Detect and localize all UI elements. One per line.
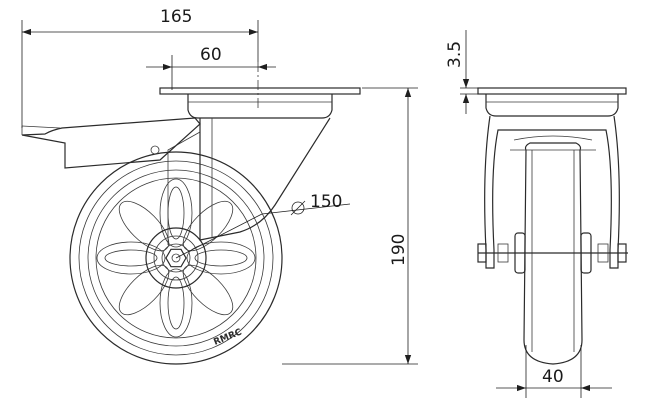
dim-label-150: 150 [310, 192, 342, 212]
axle-nut-hexagon [165, 248, 187, 268]
wheel-rim-circle [87, 169, 265, 347]
hub-ring [153, 235, 199, 281]
hub-outer [145, 227, 207, 289]
wheel-outer-circle [69, 151, 283, 365]
swivel-head [187, 94, 333, 119]
dimension-60: 60 [146, 45, 276, 90]
front-fork [484, 115, 620, 269]
wheel-spokes [96, 178, 256, 338]
dim-label-40: 40 [542, 367, 564, 387]
dimension-40: 40 [496, 345, 612, 398]
wheel-brand-marking: RMRC [212, 327, 243, 347]
dimension-3-5: 3.5 [445, 30, 478, 114]
dim-label-60: 60 [200, 45, 222, 65]
front-view [477, 87, 628, 365]
brake-pivot-hole [150, 145, 160, 155]
dim-label-190: 190 [389, 234, 409, 266]
side-view: RMRC [21, 62, 361, 365]
fork-bracket [199, 117, 331, 241]
wheel-rim-inner-circle [95, 177, 257, 339]
dimension-165: 165 [21, 7, 259, 128]
front-top-plate [477, 87, 627, 95]
wheel-tread-circle [78, 160, 274, 356]
brake-lever [21, 117, 201, 169]
top-plate [159, 87, 361, 95]
dim-label-3-5: 3.5 [445, 41, 465, 68]
bearing-circle [161, 243, 191, 273]
dim-label-165: 165 [160, 7, 192, 27]
axle-center [171, 253, 181, 263]
dimension-190: 190 [282, 87, 418, 365]
dimension-150: 150 [175, 192, 351, 259]
